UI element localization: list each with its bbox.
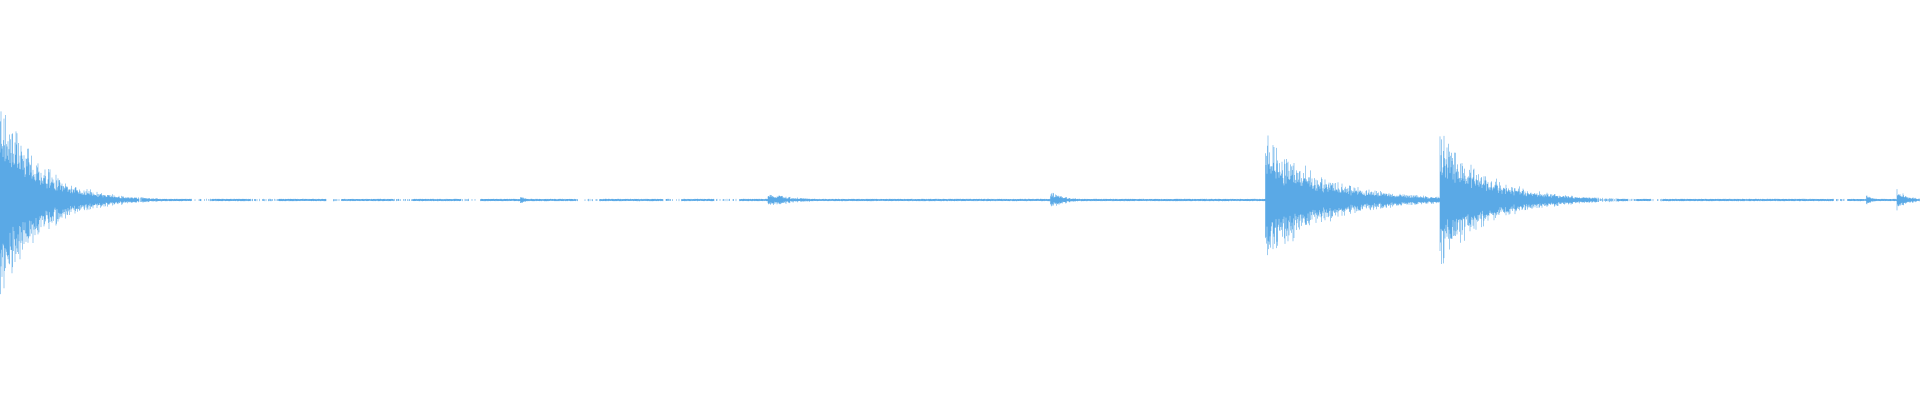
waveform-trace [0, 111, 1920, 295]
waveform-path [0, 111, 1920, 295]
